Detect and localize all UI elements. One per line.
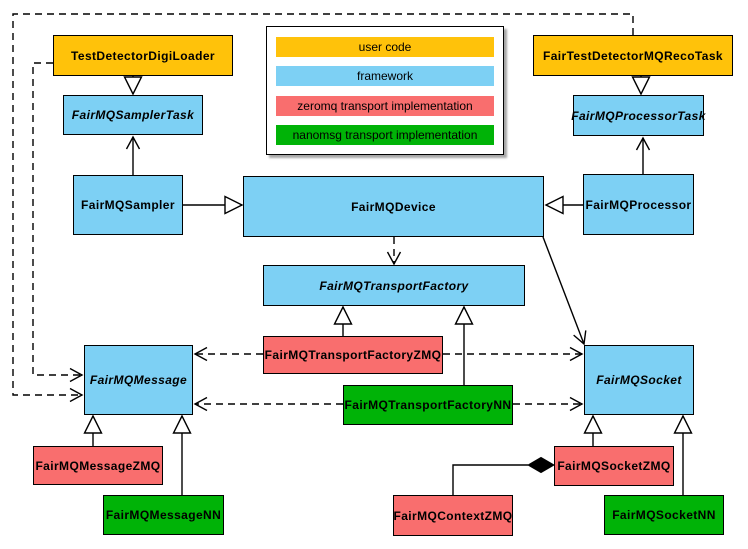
node-fairmq-sampler-task: FairMQSamplerTask: [63, 95, 203, 135]
node-fairmq-message: FairMQMessage: [84, 345, 193, 415]
legend-item-zeromq: zeromq transport implementation: [276, 96, 494, 116]
node-fairmq-transport-factory-nn: FairMQTransportFactoryNN: [343, 385, 513, 425]
node-fairmq-sampler: FairMQSampler: [73, 175, 183, 235]
node-fairmq-context-zmq: FairMQContextZMQ: [393, 495, 513, 536]
legend-item-framework: framework: [276, 66, 494, 86]
node-fairmq-message-nn: FairMQMessageNN: [103, 495, 224, 535]
edge-contextzmq-socketzmq: [452, 464, 528, 495]
node-fairmq-transport-factory-zmq: FairMQTransportFactoryZMQ: [263, 336, 443, 374]
node-fairmq-device: FairMQDevice: [243, 176, 544, 237]
node-fair-test-detector-mq-reco-task: FairTestDetectorMQRecoTask: [533, 35, 733, 76]
composition-diamond-icon: [526, 456, 556, 474]
node-fairmq-processor: FairMQProcessor: [583, 174, 694, 235]
node-fairmq-socket-zmq: FairMQSocketZMQ: [554, 446, 674, 486]
node-fairmq-socket-nn: FairMQSocketNN: [604, 495, 724, 535]
node-fairmq-socket: FairMQSocket: [584, 345, 694, 415]
legend-item-user-code: user code: [276, 37, 494, 57]
edge-device-socket: [542, 236, 587, 346]
node-fairmq-transport-factory: FairMQTransportFactory: [263, 265, 525, 306]
node-fairmq-message-zmq: FairMQMessageZMQ: [33, 446, 163, 485]
node-fairmq-processor-task: FairMQProcessorTask: [571, 95, 705, 136]
legend-item-nanomsg: nanomsg transport implementation: [276, 125, 494, 145]
node-test-detector-digi-loader: TestDetectorDigiLoader: [53, 35, 233, 76]
legend-panel: user code framework zeromq transport imp…: [266, 26, 504, 155]
